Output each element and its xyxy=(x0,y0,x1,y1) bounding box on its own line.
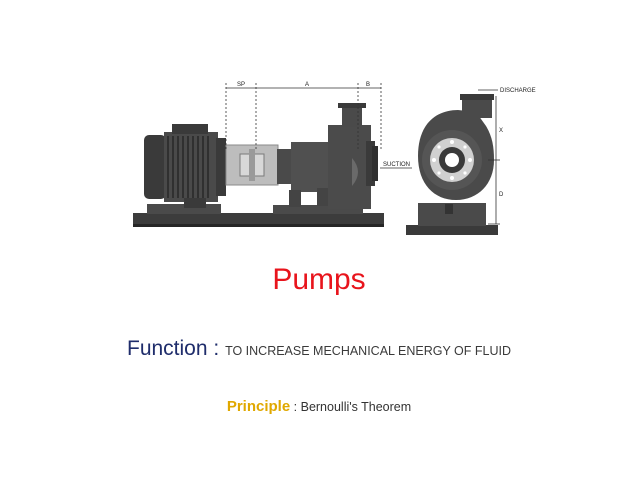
dim-label-suction: SUCTION xyxy=(383,162,410,168)
function-label: Function xyxy=(127,337,208,360)
motor xyxy=(144,124,226,208)
slide-title: Pumps xyxy=(272,263,366,296)
side-dimensions xyxy=(225,83,412,169)
end-base xyxy=(406,225,498,235)
base-plate xyxy=(133,204,384,227)
end-pedestal xyxy=(418,203,486,226)
principle-label: Principle xyxy=(226,398,291,415)
dim-label-discharge: DISCHARGE xyxy=(500,88,536,94)
function-text: TO INCREASE MECHANICAL ENERGY OF FLUID xyxy=(225,344,511,358)
dim-label-sp: SP xyxy=(237,82,245,88)
dim-label-b: B xyxy=(366,82,370,88)
pump-casing xyxy=(328,103,378,209)
end-view: DISCHARGE X D xyxy=(406,88,536,235)
pump-diagram: SP A B SUCTION xyxy=(133,82,536,235)
function-separator: : xyxy=(207,337,226,360)
principle-separator: : xyxy=(290,400,301,414)
dim-label-a: A xyxy=(305,82,309,88)
coupling-guard xyxy=(225,144,279,186)
dim-label-x: X xyxy=(499,128,503,134)
bearing-frame xyxy=(277,142,329,207)
end-dimensions xyxy=(478,89,500,225)
dim-label-d: D xyxy=(499,192,504,198)
volute-casing xyxy=(418,94,494,214)
function-line: Function : TO INCREASE MECHANICAL ENERGY… xyxy=(0,336,638,364)
principle-line: Principle : Bernoulli's Theorem xyxy=(0,396,638,418)
principle-text: Bernoulli's Theorem xyxy=(300,400,412,414)
side-view: SP A B SUCTION xyxy=(133,82,412,227)
